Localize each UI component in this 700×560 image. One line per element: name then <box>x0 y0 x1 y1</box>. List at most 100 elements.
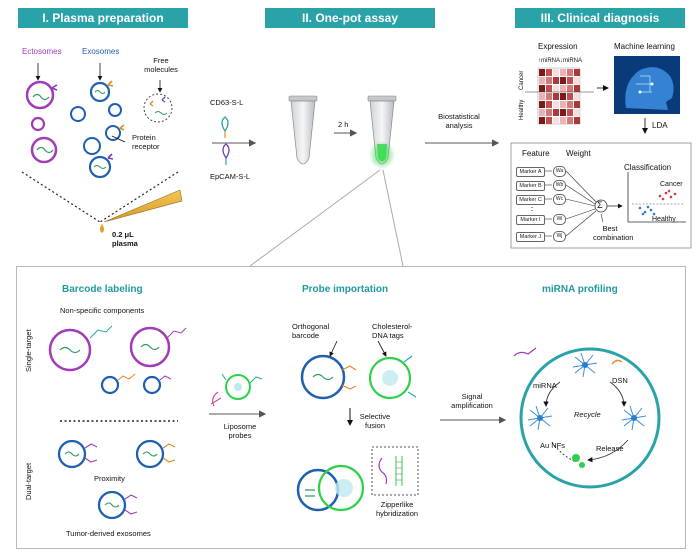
heatmap-cell <box>567 85 573 92</box>
heatmap-cell <box>539 109 545 116</box>
header-clinical-diagnosis: III. Clinical diagnosis <box>515 8 685 28</box>
heatmap-cell <box>574 85 580 92</box>
label-incubation-time: 2 h <box>338 120 349 129</box>
title-probe-importation: Probe importation <box>302 284 389 295</box>
heatmap-cell <box>560 117 566 124</box>
barcode-labeling-graphics <box>48 325 187 520</box>
label-up-mirna: ↑miRNA <box>538 58 560 64</box>
header-plasma-preparation: I. Plasma preparation <box>18 8 188 28</box>
label-class-healthy: Healthy <box>652 216 676 223</box>
label-healthy-row: Healthy <box>519 99 525 120</box>
lda-connections <box>531 170 686 237</box>
mirna-profiling-graphics <box>513 347 661 489</box>
label-feature: Feature <box>522 149 550 158</box>
label-selective-fusion: Selective fusion <box>359 412 391 430</box>
title-barcode-labeling: Barcode labeling <box>62 284 143 295</box>
label-ectosomes: Ectosomes <box>22 47 62 56</box>
heatmap-cell <box>567 77 573 84</box>
heatmap-cell <box>553 77 559 84</box>
weight-a: Wa <box>553 166 566 177</box>
heatmap-cell <box>539 93 545 100</box>
heatmap-cell <box>553 109 559 116</box>
heatmap-cell <box>560 101 566 108</box>
tube-after <box>367 95 397 169</box>
heatmap-cell <box>546 117 552 124</box>
label-orthogonal-barcode: Orthogonal barcode <box>292 322 330 340</box>
heatmap-cell <box>574 77 580 84</box>
detail-panel <box>16 266 686 549</box>
label-epcam-probe: EpCAM-S-L <box>210 172 251 181</box>
label-expression: Expression <box>538 42 578 51</box>
heatmap-cell <box>546 69 552 76</box>
label-single-target: Single-target <box>24 329 33 372</box>
label-weight: Weight <box>566 149 591 158</box>
label-protein-receptor: Protein receptor <box>132 133 160 151</box>
heatmap-cell <box>560 109 566 116</box>
label-cancer-row: Cancer <box>519 70 525 90</box>
heatmap-cell <box>574 101 580 108</box>
heatmap-cell <box>574 93 580 100</box>
heatmap-cell <box>560 69 566 76</box>
heatmap-cell <box>567 117 573 124</box>
marker-c: Marker C <box>516 195 545 205</box>
label-class-cancer: Cancer <box>660 181 683 188</box>
heatmap-cell <box>560 93 566 100</box>
label-liposome-probes: Liposome probes <box>223 422 257 440</box>
heatmap-cell <box>567 109 573 116</box>
heatmap-cell <box>567 69 573 76</box>
heatmap-cell <box>553 69 559 76</box>
plasma-vesicles <box>21 63 183 233</box>
weight-b: Wb <box>553 180 566 191</box>
label-proximity: Proximity <box>94 474 125 483</box>
label-classification: Classification <box>624 163 672 172</box>
label-dual-target: Dual-target <box>24 462 33 500</box>
heatmap-cell <box>539 85 545 92</box>
label-cholesterol-dna: Cholesterol-DNA tags <box>372 322 413 340</box>
label-down-mirna: ↓miRNA <box>560 58 582 64</box>
tube-before <box>288 95 318 165</box>
label-non-specific: Non-specific components <box>60 306 145 315</box>
label-plasma-volume: 0.2 μL plasma <box>112 230 138 248</box>
label-free-molecules: Free molecules <box>144 56 178 74</box>
heatmap-cell <box>553 117 559 124</box>
label-cd63-probe: CD63-S-L <box>210 98 244 107</box>
heatmap-cell <box>546 85 552 92</box>
heatmap-cell <box>539 101 545 108</box>
label-machine-learning: Machine learning <box>614 42 675 51</box>
heatmap-cell <box>560 77 566 84</box>
label-dsn: DSN <box>612 376 628 385</box>
heatmap-cell <box>546 109 552 116</box>
label-lda: LDA <box>652 121 668 130</box>
header-one-pot-assay: II. One-pot assay <box>265 8 435 28</box>
heatmap-cell <box>567 93 573 100</box>
title-mirna-profiling: miRNA profiling <box>542 284 618 295</box>
heatmap-cells <box>539 69 580 124</box>
label-mirna: miRNA <box>533 381 557 390</box>
marker-j: Marker J <box>516 232 545 242</box>
probe-importation-graphics <box>209 340 419 512</box>
heatmap-cell <box>539 117 545 124</box>
heatmap-cell <box>553 93 559 100</box>
marker-b: Marker B <box>516 181 545 191</box>
weight-i: Wi <box>553 214 566 225</box>
label-tumor-derived: Tumor-derived exosomes <box>66 529 151 538</box>
heatmap-cell <box>560 85 566 92</box>
weight-j: Wj <box>553 231 566 242</box>
label-exosomes: Exosomes <box>82 47 120 56</box>
heatmap-cell <box>574 109 580 116</box>
heatmap-cell <box>567 101 573 108</box>
heatmap-cell <box>574 69 580 76</box>
marker-a: Marker A <box>516 167 545 177</box>
marker-i: Marker I <box>516 215 545 225</box>
weight-c: Wc <box>553 194 566 205</box>
heatmap-cell <box>553 101 559 108</box>
label-au-nfs: Au NFs <box>540 441 566 450</box>
heatmap-cell <box>539 77 545 84</box>
label-best-combination: Best combination <box>593 224 634 242</box>
heatmap-cell <box>546 101 552 108</box>
heatmap-cell <box>546 93 552 100</box>
label-release: Release <box>596 444 624 453</box>
label-signal-amplification: Signal amplification <box>451 392 493 410</box>
label-biostatistical-analysis: Biostatistical analysis <box>438 112 480 130</box>
